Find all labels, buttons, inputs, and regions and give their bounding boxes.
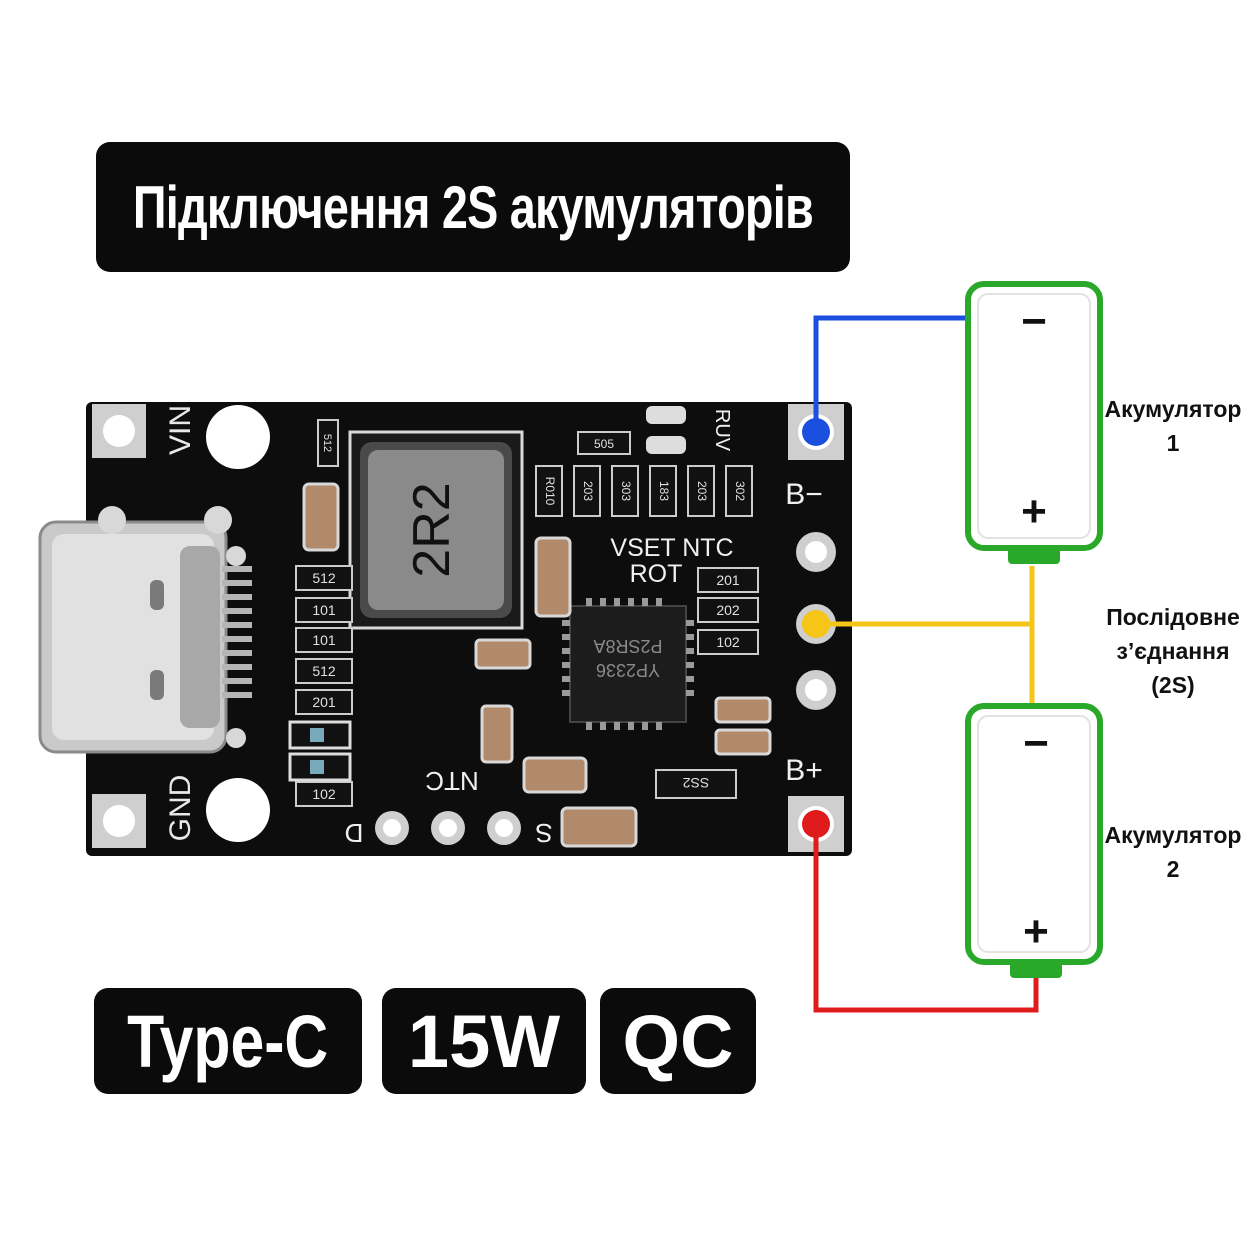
series-label-line1: Послідовне bbox=[1106, 604, 1240, 630]
resistor-code: 302 bbox=[733, 481, 747, 501]
battery-1-minus: − bbox=[1021, 297, 1047, 346]
resistor-code: 101 bbox=[312, 602, 336, 618]
inductor: 2R2 bbox=[348, 430, 524, 630]
positive-wire bbox=[813, 824, 1039, 1013]
resistor: 302 bbox=[725, 465, 753, 517]
pcb-board: VIN GND 2R2 P2SR8A YP2336 512 101 101 bbox=[38, 402, 852, 856]
mount-hole bbox=[206, 778, 270, 842]
resistor: 512 bbox=[317, 419, 339, 467]
negative-wire bbox=[813, 315, 968, 432]
resistor-code: 101 bbox=[312, 632, 336, 648]
diode-code: SS2 bbox=[683, 775, 710, 791]
rot-label: ROT bbox=[630, 560, 683, 588]
resistor-code: 203 bbox=[695, 481, 709, 501]
wires bbox=[813, 315, 1039, 1013]
d-label: D bbox=[345, 818, 364, 848]
resistor-code: 512 bbox=[312, 663, 336, 679]
resistor-code: 512 bbox=[321, 434, 333, 452]
ruv-label: RUV bbox=[711, 409, 733, 452]
resistor: 201 bbox=[697, 567, 759, 593]
qc-text: QC bbox=[622, 999, 734, 1083]
resistor: 203 bbox=[687, 465, 715, 517]
type-c-badge: Type-C bbox=[94, 988, 362, 1094]
resistor-code: 201 bbox=[716, 572, 740, 588]
ic-marking-2: YP2336 bbox=[596, 660, 660, 680]
resistor: 202 bbox=[697, 597, 759, 623]
resistor-code: 202 bbox=[716, 602, 740, 618]
vset-ntc-label: VSET NTC bbox=[610, 534, 733, 562]
resistor-code: 505 bbox=[594, 437, 614, 451]
type-c-text: Type-C bbox=[127, 999, 329, 1083]
resistor-code: 203 bbox=[581, 481, 595, 501]
resistor-code: 102 bbox=[716, 634, 740, 650]
ntc-bottom-label: NTC bbox=[425, 766, 478, 796]
pad bbox=[796, 670, 836, 710]
resistor-code: 512 bbox=[312, 570, 336, 586]
s-label: S bbox=[535, 818, 552, 848]
diode: SS2 bbox=[655, 769, 737, 799]
resistor: 102 bbox=[697, 629, 759, 655]
resistor-code: R010 bbox=[543, 477, 557, 506]
battery-2-label-line1: Акумулятор bbox=[1104, 822, 1242, 848]
battery-2-minus: − bbox=[1023, 719, 1049, 768]
resistor-code: 201 bbox=[312, 694, 336, 710]
b-plus-label: B+ bbox=[785, 754, 823, 787]
series-label-line2: з’єднання bbox=[1116, 638, 1230, 664]
battery-2-label: Акумулятор 2 bbox=[1098, 818, 1248, 886]
resistor: R010 bbox=[535, 465, 563, 517]
battery-1-plus: + bbox=[1021, 487, 1047, 536]
resistor-code: 303 bbox=[619, 481, 633, 501]
battery-1-label-line2: 1 bbox=[1166, 430, 1180, 456]
battery-1-label: Акумулятор 1 bbox=[1098, 392, 1248, 460]
capacitors bbox=[302, 482, 772, 848]
resistor: 203 bbox=[573, 465, 601, 517]
ic-marking-1: P2SR8A bbox=[593, 636, 662, 656]
power-badge: 15W bbox=[382, 988, 586, 1094]
resistor: 102 bbox=[295, 781, 353, 807]
leds bbox=[288, 406, 686, 782]
b-minus-dot bbox=[802, 418, 830, 446]
vin-label: VIN bbox=[164, 405, 197, 455]
battery-2: − + bbox=[965, 703, 1103, 978]
battery-2-label-line2: 2 bbox=[1166, 856, 1180, 882]
title-banner: Підключення 2S акумуляторів bbox=[96, 142, 850, 272]
resistor: 512 bbox=[295, 658, 353, 684]
resistor: 183 bbox=[649, 465, 677, 517]
usb-c-connector bbox=[38, 506, 252, 754]
mount-hole bbox=[206, 405, 270, 469]
pad bbox=[796, 532, 836, 572]
middle-dot bbox=[802, 610, 830, 638]
resistor-code: 183 bbox=[657, 481, 671, 501]
battery-1: − + bbox=[965, 281, 1103, 564]
ic-chip: P2SR8A YP2336 bbox=[562, 598, 694, 730]
title-text: Підключення 2S акумуляторів bbox=[132, 173, 814, 241]
resistor: 101 bbox=[295, 627, 353, 653]
qc-badge: QC bbox=[600, 988, 756, 1094]
resistor: 303 bbox=[611, 465, 639, 517]
battery-1-label-line1: Акумулятор bbox=[1104, 396, 1242, 422]
gnd-label: GND bbox=[164, 775, 197, 842]
resistor: 101 bbox=[295, 597, 353, 623]
b-minus-label: B− bbox=[785, 478, 823, 511]
resistor-code: 102 bbox=[312, 786, 336, 802]
series-connection-label: Послідовне з’єднання (2S) bbox=[1090, 600, 1254, 702]
resistor: 505 bbox=[577, 431, 631, 455]
b-plus-dot bbox=[802, 810, 830, 838]
power-text: 15W bbox=[407, 999, 561, 1083]
vin-pad bbox=[92, 404, 146, 458]
resistor: 512 bbox=[295, 565, 353, 591]
resistor: 201 bbox=[295, 689, 353, 715]
battery-2-plus: + bbox=[1023, 907, 1049, 956]
inductor-marking: 2R2 bbox=[403, 482, 461, 577]
series-label-line3: (2S) bbox=[1151, 672, 1195, 698]
bottom-pads bbox=[375, 811, 521, 845]
gnd-pad bbox=[92, 794, 146, 848]
